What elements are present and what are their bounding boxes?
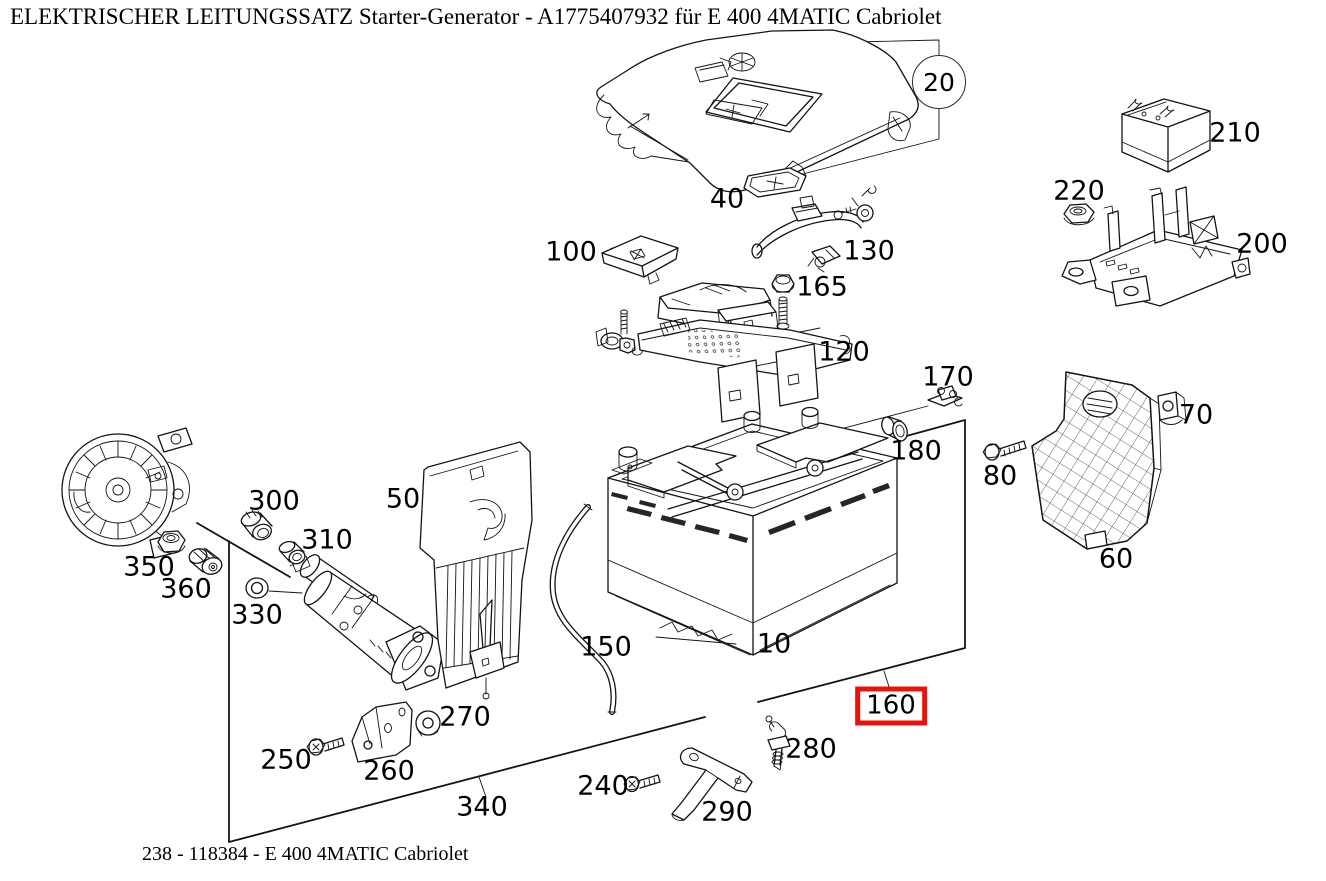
fuse-box-cover-illustration [601, 235, 679, 285]
flange-nut-270-illustration [415, 710, 441, 737]
grommet-ring-330-illustration [245, 577, 269, 599]
group-bracket-340 [196, 522, 706, 843]
callout-10[interactable]: 10 [756, 628, 792, 660]
starter-motor-illustration [287, 554, 445, 691]
callout-70[interactable]: 70 [1178, 399, 1214, 431]
plug-cap-illustration [881, 416, 908, 442]
screw-240-illustration [623, 774, 661, 793]
mounting-bracket-260-illustration [351, 701, 413, 763]
callout-360[interactable]: 360 [160, 573, 212, 605]
callout-340[interactable]: 340 [456, 791, 508, 823]
cable-harness-illustration [751, 185, 877, 273]
vent-hose-illustration [549, 503, 617, 715]
callout-165[interactable]: 165 [796, 271, 848, 303]
callout-270[interactable]: 270 [439, 701, 491, 733]
callout-330[interactable]: 330 [231, 599, 283, 631]
callout-60[interactable]: 60 [1098, 543, 1134, 575]
callout-300[interactable]: 300 [248, 485, 300, 517]
terminal-cap-300-illustration [240, 509, 273, 541]
terminal-fuse-box-illustration [595, 282, 853, 423]
flange-nut-220-illustration [1063, 203, 1095, 226]
splined-cap-360-illustration [188, 547, 223, 575]
alternator-illustration [61, 427, 193, 559]
cable-clamp-280-illustration [765, 715, 791, 771]
page-title: ELEKTRISCHER LEITUNGSSATZ Starter-Genera… [10, 4, 942, 29]
honeycomb-bracket-illustration [1031, 371, 1162, 550]
aux-battery-illustration [1121, 98, 1211, 173]
battery-side-panel-illustration [419, 441, 533, 700]
flange-nut-165-illustration [771, 274, 795, 293]
callout-260[interactable]: 260 [363, 755, 415, 787]
callout-240[interactable]: 240 [577, 770, 629, 802]
callout-120[interactable]: 120 [818, 336, 870, 368]
group-bracket-20-lines [794, 39, 940, 177]
screw-80-illustration [982, 440, 1027, 461]
terminal-cover-plate-illustration [743, 160, 857, 220]
battery-cover-illustration [596, 29, 919, 193]
callout-250[interactable]: 250 [260, 744, 312, 776]
hex-nut-350-illustration [157, 530, 186, 554]
clip-nut-illustration [1157, 391, 1187, 425]
callout-150[interactable]: 150 [580, 631, 632, 663]
callout-310[interactable]: 310 [301, 524, 353, 556]
cable-clamp-170-illustration [927, 385, 963, 407]
callout-350[interactable]: 350 [123, 551, 175, 583]
page-footer-caption: 238 - 118384 - E 400 4MATIC Cabriolet [142, 843, 469, 865]
main-battery-illustration [607, 406, 898, 656]
callout-210[interactable]: 210 [1209, 117, 1261, 149]
terminal-cap-310-illustration [278, 540, 306, 565]
callout-170[interactable]: 170 [922, 361, 974, 393]
callout-220[interactable]: 220 [1053, 175, 1105, 207]
callout-80[interactable]: 80 [982, 460, 1018, 492]
callout-180[interactable]: 180 [890, 435, 942, 467]
callout-40[interactable]: 40 [709, 183, 745, 215]
callout-290[interactable]: 290 [701, 796, 753, 828]
callout-200[interactable]: 200 [1236, 228, 1288, 260]
callout-130[interactable]: 130 [843, 235, 895, 267]
callout-160-highlighted[interactable]: 160 [855, 686, 927, 726]
screw-250-illustration [306, 737, 345, 756]
callout-20[interactable]: 20 [912, 55, 966, 109]
mounting-strap-290-illustration [671, 747, 753, 821]
callout-50[interactable]: 50 [385, 483, 421, 515]
callout-280[interactable]: 280 [785, 733, 837, 765]
aux-battery-tray-illustration [1061, 186, 1251, 307]
callout-100[interactable]: 100 [545, 236, 597, 268]
